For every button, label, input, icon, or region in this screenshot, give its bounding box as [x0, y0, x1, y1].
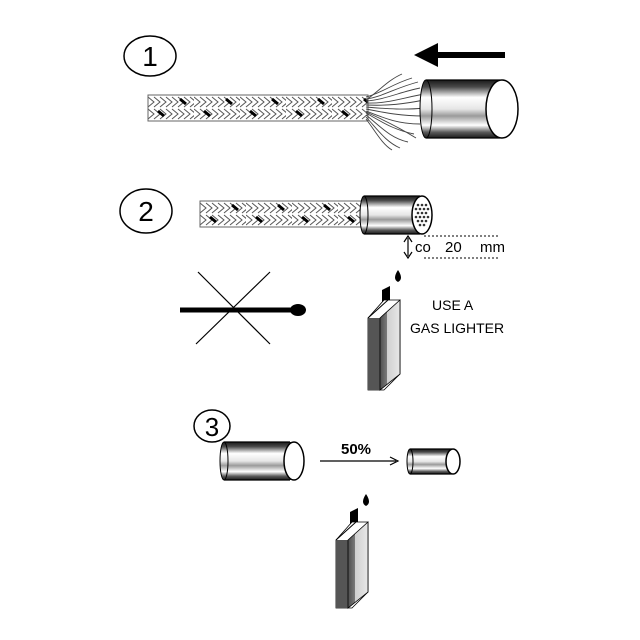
step-1: 1 — [123, 35, 519, 151]
instruction-line-1: USE A — [432, 297, 474, 313]
step-1-number-circle — [123, 35, 177, 77]
gas-lighter-icon — [335, 494, 369, 609]
braided-sleeve-icon — [199, 200, 369, 228]
measure-value: 20 — [445, 239, 462, 256]
instruction-line-2: GAS LIGHTER — [410, 320, 504, 336]
heat-shrink-tube-icon — [359, 195, 433, 235]
step-3-number-circle — [193, 409, 231, 443]
heat-shrink-tube-icon — [219, 441, 305, 481]
overhang-measurement: co 20 mm — [403, 234, 505, 260]
step-3: 3 50% — [193, 409, 461, 609]
shrink-label: 50% — [341, 441, 371, 458]
step-1-number: 1 — [142, 41, 158, 72]
gas-lighter-icon — [367, 270, 401, 391]
braided-sleeve-icon — [147, 73, 425, 151]
step-2-number: 2 — [138, 196, 154, 227]
right-arrow-icon — [320, 456, 400, 466]
measure-unit: mm — [480, 239, 505, 256]
step-2: 2 — [119, 188, 505, 391]
left-arrow-icon — [414, 43, 505, 67]
shrunk-tube-icon — [406, 448, 461, 475]
crossed-out-match-icon — [180, 271, 306, 345]
heat-shrink-tube-icon — [419, 79, 519, 139]
double-arrow-icon — [403, 234, 413, 260]
measure-prefix: co — [415, 239, 431, 256]
step-2-number-circle — [119, 188, 173, 234]
step-3-number: 3 — [205, 412, 219, 442]
